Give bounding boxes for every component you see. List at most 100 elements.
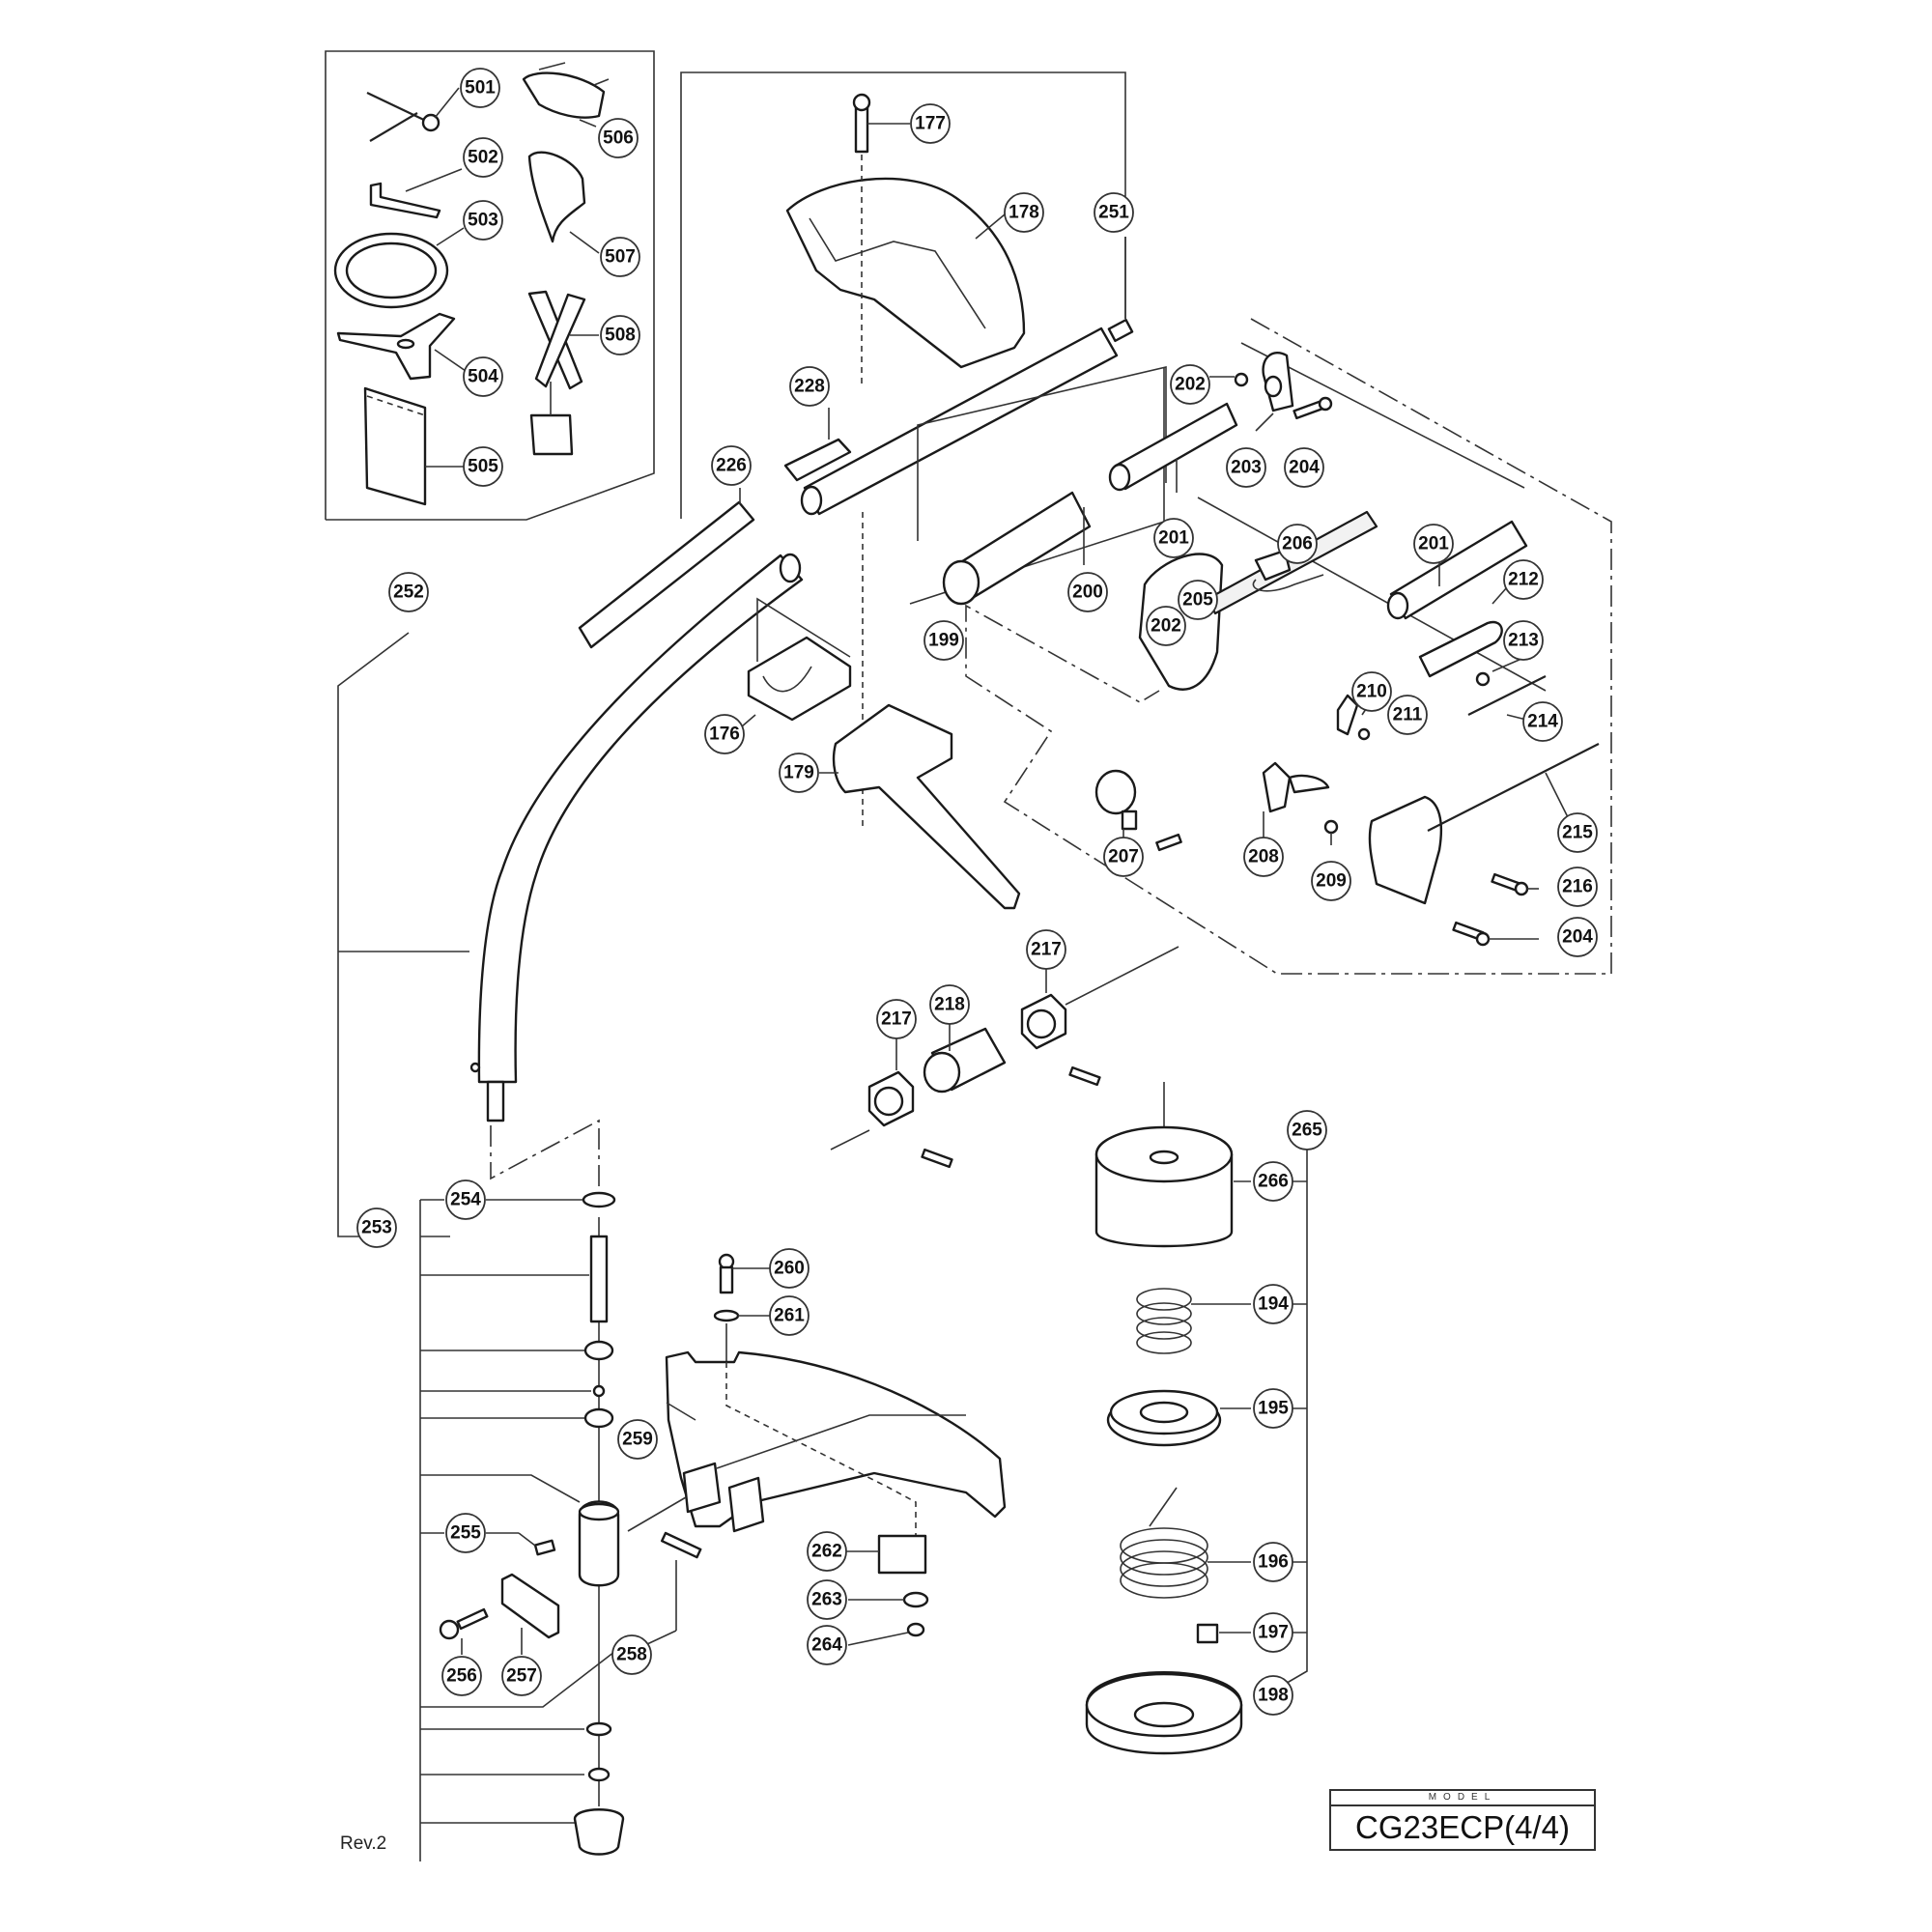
callout-204-top: 204 <box>1284 447 1324 488</box>
callout-256: 256 <box>441 1656 482 1696</box>
callout-206-label: 206 <box>1282 534 1313 554</box>
callout-208: 208 <box>1243 837 1284 877</box>
part-200-grip <box>942 491 1092 606</box>
callout-263: 263 <box>807 1579 847 1620</box>
bearing-upper <box>583 1340 614 1361</box>
callout-178: 178 <box>1004 192 1044 233</box>
callout-504-label: 504 <box>468 367 498 387</box>
part-194-spring <box>1136 1288 1251 1354</box>
callout-217-right-label: 217 <box>1031 940 1062 960</box>
part-211-spring <box>1357 727 1371 741</box>
callout-199: 199 <box>923 620 964 661</box>
callout-202-top-label: 202 <box>1175 375 1206 395</box>
callout-203-label: 203 <box>1231 458 1262 478</box>
guard-clamp-block <box>682 1462 765 1533</box>
callout-177: 177 <box>910 103 951 144</box>
callout-252: 252 <box>388 572 429 612</box>
callout-217-left: 217 <box>876 999 917 1039</box>
callout-216-label: 216 <box>1562 877 1593 897</box>
part-503-guard-ring <box>333 227 465 309</box>
shaft-link-line <box>490 1119 600 1193</box>
part-262-block <box>846 1534 927 1575</box>
callout-503-label: 503 <box>468 211 498 231</box>
part-505-tool-bag <box>363 386 466 506</box>
callout-179: 179 <box>779 753 819 793</box>
callout-228: 228 <box>789 366 830 407</box>
callout-266-label: 266 <box>1258 1172 1289 1192</box>
callout-255: 255 <box>445 1513 486 1553</box>
callout-196: 196 <box>1253 1542 1293 1582</box>
callout-199-label: 199 <box>928 631 959 651</box>
callout-502-label: 502 <box>468 148 498 168</box>
callout-253-label: 253 <box>361 1218 392 1238</box>
part-208-throttle-trigger <box>1262 761 1330 838</box>
callout-265: 265 <box>1287 1110 1327 1151</box>
callout-205: 205 <box>1178 580 1218 620</box>
part-256-bolt <box>439 1607 489 1655</box>
callout-501: 501 <box>460 68 500 108</box>
part-207-clamp <box>1094 769 1182 852</box>
callout-506-label: 506 <box>603 128 634 149</box>
callout-178-label: 178 <box>1009 203 1039 223</box>
part-508-harness <box>527 290 599 456</box>
callout-501-label: 501 <box>465 78 496 99</box>
callout-201-top-label: 201 <box>1158 528 1189 549</box>
callout-265-label: 265 <box>1292 1121 1322 1141</box>
callout-195-label: 195 <box>1258 1399 1289 1419</box>
callout-264-label: 264 <box>811 1635 842 1656</box>
callout-207: 207 <box>1103 837 1144 877</box>
part-213-spring <box>1475 658 1522 687</box>
callout-262: 262 <box>807 1531 847 1572</box>
callout-254: 254 <box>445 1179 486 1220</box>
part-215-cover-plate <box>1368 743 1600 905</box>
callout-506: 506 <box>598 118 639 158</box>
part-257-plate <box>500 1573 560 1655</box>
part-258-clamp-bolt <box>646 1531 702 1645</box>
callout-260: 260 <box>769 1248 810 1289</box>
callout-195: 195 <box>1253 1388 1293 1429</box>
part-264-nut <box>847 1622 925 1646</box>
callout-214: 214 <box>1522 701 1563 742</box>
part-209-spring <box>1323 819 1339 845</box>
callout-211-label: 211 <box>1393 705 1423 725</box>
part-218-spacer-tube <box>923 1024 1007 1094</box>
callout-197-label: 197 <box>1258 1623 1289 1643</box>
callout-213: 213 <box>1503 620 1544 661</box>
callout-260-label: 260 <box>774 1259 805 1279</box>
callout-261-label: 261 <box>774 1306 805 1326</box>
callout-226-label: 226 <box>716 456 747 476</box>
part-266-spool-cover <box>1094 1125 1251 1248</box>
callout-210-label: 210 <box>1356 682 1387 702</box>
part-216-screw <box>1491 872 1539 896</box>
model-title-block: MODEL CG23ECP(4/4) <box>1329 1789 1596 1851</box>
callout-176: 176 <box>704 714 745 754</box>
callout-264: 264 <box>807 1625 847 1665</box>
callout-258-label: 258 <box>616 1645 647 1665</box>
part-504-three-tooth-blade <box>336 312 467 381</box>
callout-217-left-label: 217 <box>881 1009 912 1030</box>
callout-179-label: 179 <box>783 763 814 783</box>
callout-503: 503 <box>463 200 503 241</box>
washer-lower <box>585 1721 612 1737</box>
part-255-screw <box>486 1532 556 1556</box>
callout-201-right: 201 <box>1413 524 1454 564</box>
model-header: MODEL <box>1331 1791 1594 1806</box>
part-201-grip-tube <box>1108 402 1238 493</box>
callout-508: 508 <box>600 315 640 355</box>
part-251-drive-shaft-tube <box>800 237 1134 516</box>
cap-lower <box>573 1808 625 1856</box>
callout-263-label: 263 <box>811 1590 842 1610</box>
part-204-screw-lower <box>1452 921 1539 947</box>
gear-stack <box>419 1199 615 1861</box>
part-176-handle-clamp-upper <box>741 597 852 727</box>
callout-204-top-label: 204 <box>1289 458 1320 478</box>
part-501-plug-wrench <box>366 87 460 142</box>
ball <box>592 1384 606 1398</box>
part-263-washer <box>848 1591 929 1608</box>
callout-507: 507 <box>600 237 640 277</box>
callout-209-label: 209 <box>1316 871 1347 892</box>
callout-212-label: 212 <box>1508 570 1539 590</box>
part-195-spool <box>1106 1389 1251 1447</box>
callout-206: 206 <box>1277 524 1318 564</box>
